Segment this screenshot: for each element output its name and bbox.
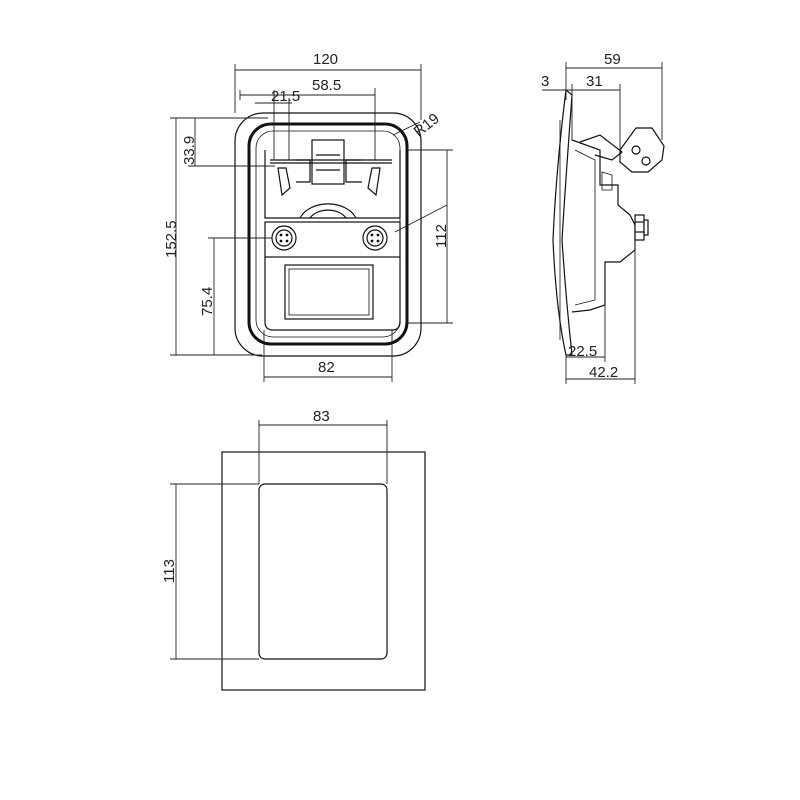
front-label-window-inner (288, 268, 370, 316)
dim-text-21-5: 21.5 (271, 88, 300, 105)
dim-text-42-2: 42.2 (589, 364, 618, 381)
front-cam-inner (309, 209, 347, 219)
side-body-inner (574, 149, 596, 306)
dim-side-body-depth: 22.5 (566, 305, 606, 362)
dim-text-75-4: 75.4 (199, 287, 216, 316)
dim-text-31: 31 (586, 73, 603, 90)
dim-front-cutout-width: 82 (263, 330, 393, 382)
front-spring-right (345, 159, 381, 197)
dim-text-58-5: 58.5 (312, 77, 341, 94)
dim-front-radius: R19 (392, 110, 443, 140)
dim-side-flange: 3 (541, 73, 573, 140)
dim-front-height-top: 33.9 (181, 118, 275, 167)
dim-cutout-height: 113 (161, 483, 259, 660)
front-upper-recess (264, 150, 401, 219)
dim-front-hinge-offset: 58.5 (239, 77, 376, 160)
dim-text-r19: R19 (411, 110, 443, 140)
dim-front-small-offset: 21.5 (255, 88, 300, 160)
cutout-opening (258, 483, 388, 660)
dim-text-59: 59 (604, 51, 621, 68)
side-lever (619, 127, 665, 173)
dim-side-depth-overall: 59 (565, 51, 663, 140)
front-label-window (284, 264, 374, 320)
side-view: 59 3 31 22.5 42.2 (541, 51, 665, 384)
dim-text-33-9: 33.9 (181, 136, 198, 165)
front-hinge-block (311, 139, 345, 185)
dim-front-height-overall: 152.5 (163, 117, 268, 356)
front-inner-frame (247, 122, 409, 346)
dim-text-120: 120 (313, 51, 338, 68)
dim-front-height-lower: 75.4 (199, 237, 272, 355)
front-spring-left (277, 159, 311, 197)
side-stud (634, 214, 649, 241)
front-view: 120 58.5 21.5 R19 152.5 (163, 51, 453, 382)
side-lever-pin (641, 156, 651, 166)
dim-cutout-width: 83 (258, 408, 388, 484)
dim-text-83: 83 (313, 408, 330, 425)
front-hinge-detail (316, 154, 340, 171)
dim-front-width-overall: 120 (234, 51, 422, 120)
dim-text-112: 112 (433, 224, 450, 248)
front-screw-left (271, 225, 297, 251)
cutout-outer-panel (221, 451, 426, 691)
dim-text-82: 82 (318, 359, 335, 376)
dim-text-152-5: 152.5 (163, 220, 180, 258)
dim-side-handle-depth: 31 (572, 73, 621, 150)
side-lever-arm (579, 134, 623, 161)
cutout-view: 83 113 (161, 408, 426, 691)
front-screw-right (362, 225, 388, 251)
dim-side-depth-stud: 42.2 (565, 240, 636, 384)
dim-text-22-5: 22.5 (568, 343, 597, 360)
side-lever-pivot (631, 145, 641, 155)
front-cam (299, 203, 357, 219)
front-outer-body (234, 112, 422, 357)
dim-text-3: 3 (541, 73, 549, 90)
front-handle-bar (264, 221, 401, 258)
front-lower-recess (264, 257, 401, 331)
side-flange (552, 88, 573, 356)
dim-text-113: 113 (161, 559, 178, 583)
side-spring (601, 171, 613, 191)
dim-front-hole-spacing: 112 (394, 149, 453, 324)
